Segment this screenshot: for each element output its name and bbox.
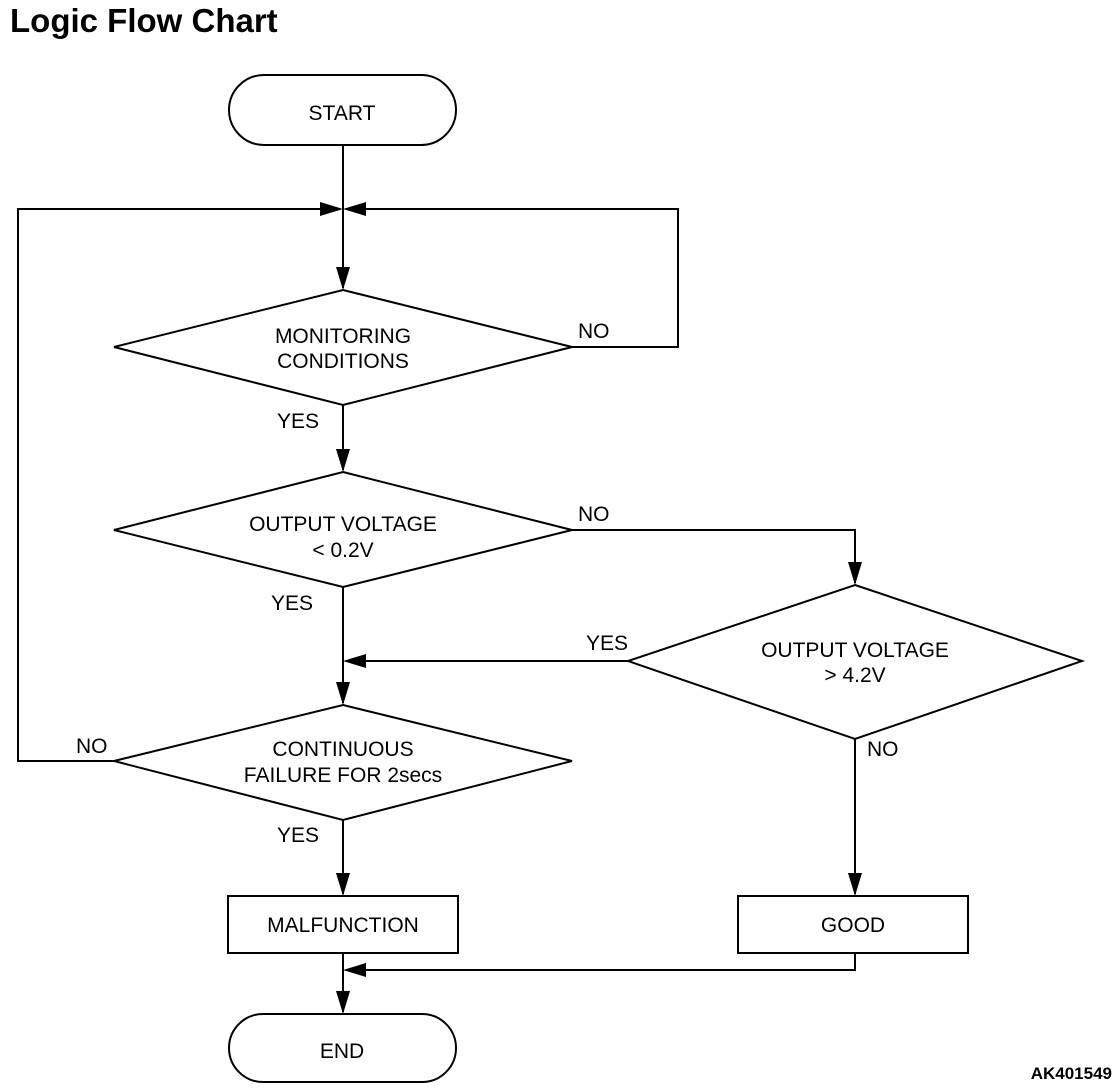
low-voltage-label-line2: < 0.2V [312,539,373,562]
arrow-right-icon [320,202,343,216]
arrow-down-icon [848,873,862,896]
edge-continuous-no-loop [17,208,331,762]
start-label: START [309,102,376,125]
monitoring-conditions-decision: MONITORING CONDITIONS [113,288,573,407]
arrow-left-icon [343,202,366,216]
high-voltage-no-label: NO [867,738,899,761]
edge-monitoring-no-loop [355,208,679,348]
arrow-down-icon [336,873,350,896]
arrow-down-icon [336,267,350,290]
continuous-label-line2: FAILURE FOR 2secs [244,764,442,787]
continuous-label-line1: CONTINUOUS [272,738,413,761]
end-terminal: END [228,1013,457,1083]
figure-id: AK401549 [1030,1064,1112,1083]
good-label: GOOD [821,914,885,937]
arrowheads [320,202,862,1014]
monitoring-label-line1: MONITORING [275,325,411,348]
continuous-no-label: NO [76,735,108,758]
low-voltage-decision: OUTPUT VOLTAGE < 0.2V [113,470,573,589]
arrow-down-icon [336,682,350,705]
monitoring-no-label: NO [578,320,610,343]
connectors [17,145,856,1012]
continuous-failure-decision: CONTINUOUS FAILURE FOR 2secs [113,703,573,822]
end-label: END [320,1040,364,1063]
arrow-left-icon [343,963,366,977]
continuous-yes-label: YES [277,824,319,847]
low-voltage-no-label: NO [578,503,610,526]
malfunction-label: MALFUNCTION [267,914,419,937]
high-voltage-label-line1: OUTPUT VOLTAGE [761,639,949,662]
monitoring-label-line2: CONDITIONS [277,350,409,373]
edge-good-to-end [355,953,856,971]
arrow-left-icon [343,654,366,668]
low-voltage-yes-label: YES [271,592,313,615]
edge-labels: NO YES NO YES YES NO NO YES [76,320,899,847]
arrow-down-icon [336,449,350,472]
monitoring-yes-label: YES [277,410,319,433]
low-voltage-label-line1: OUTPUT VOLTAGE [249,513,437,536]
arrow-down-icon [336,991,350,1014]
page-title: Logic Flow Chart [10,2,278,39]
arrow-down-icon [848,562,862,585]
edge-low-voltage-no [572,529,856,583]
high-voltage-yes-label: YES [586,632,628,655]
start-terminal: START [228,74,457,146]
high-voltage-label-line2: > 4.2V [824,664,885,687]
malfunction-box: MALFUNCTION [227,895,459,954]
good-box: GOOD [737,895,969,954]
high-voltage-decision: OUTPUT VOLTAGE > 4.2V [624,583,1086,741]
